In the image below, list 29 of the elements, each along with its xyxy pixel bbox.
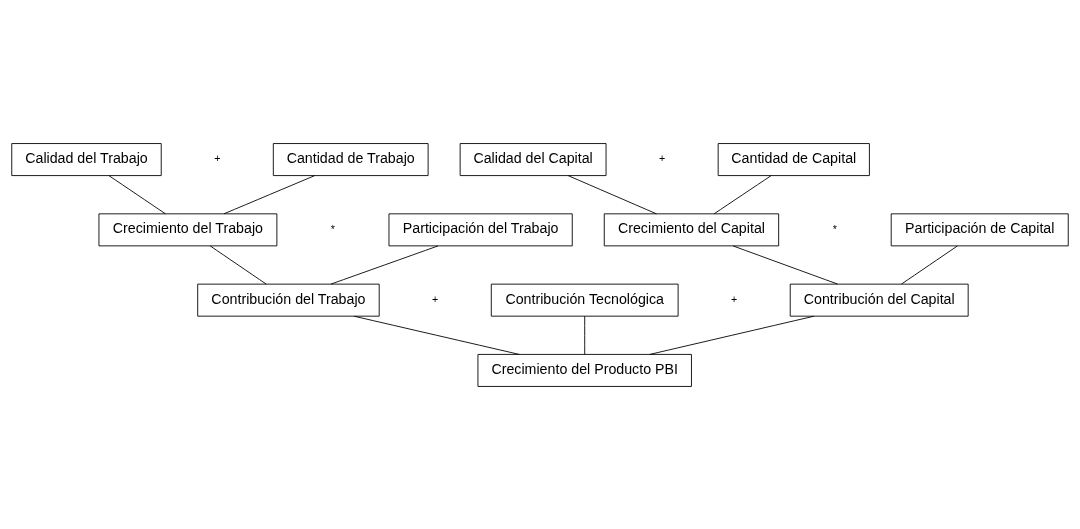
node-box: Participación de Capital — [890, 212, 1069, 246]
connector — [901, 245, 958, 285]
node-box: Crecimiento del Trabajo — [98, 212, 278, 246]
label: * — [330, 222, 336, 235]
connector — [584, 315, 586, 355]
node-box: Contribución del Trabajo — [197, 283, 380, 317]
connector — [223, 174, 316, 214]
connector — [732, 245, 839, 285]
connector — [567, 174, 657, 214]
connector — [209, 245, 267, 285]
node-box: Calidad del Trabajo — [11, 142, 162, 176]
node-box: Cantidad de Capital — [717, 142, 870, 176]
label: * — [832, 222, 837, 235]
label: + — [432, 292, 439, 305]
connector — [713, 174, 772, 214]
connector — [108, 174, 166, 214]
node-box: Contribución Tecnológica — [490, 283, 679, 317]
connector — [330, 245, 439, 285]
node-box: Calidad del Capital — [459, 142, 607, 176]
connector — [649, 315, 815, 355]
node-box: Crecimiento del Capital — [603, 212, 780, 246]
label: + — [658, 151, 666, 164]
node-box: Crecimiento del Producto PBI — [477, 353, 692, 387]
label: + — [214, 151, 221, 164]
connector — [353, 315, 520, 355]
node-box: Contribución del Capital — [789, 283, 969, 317]
label: + — [731, 292, 738, 305]
node-box: Cantidad de Trabajo — [272, 142, 429, 176]
node-box: Participación del Trabajo — [388, 212, 573, 246]
